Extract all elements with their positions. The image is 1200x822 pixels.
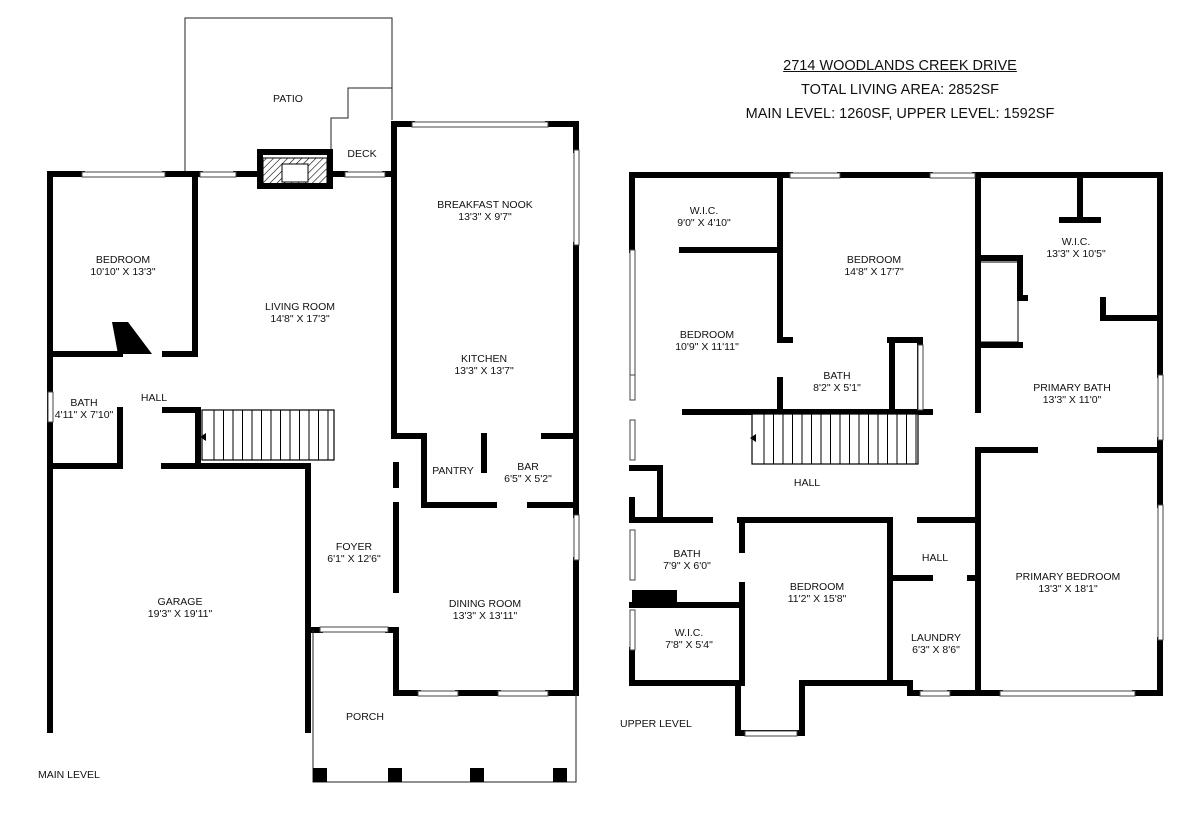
patio-outline xyxy=(184,17,393,172)
primary-bath-name: PRIMARY BATH xyxy=(1033,382,1111,394)
upper-hall-label: HALL xyxy=(794,477,820,489)
bedroom-top-dims: 14'8" X 17'7" xyxy=(844,266,904,278)
wic-bottom-dims: 7'8" X 5'4" xyxy=(665,639,713,651)
primary-bedroom-name: PRIMARY BEDROOM xyxy=(1016,571,1121,583)
labels: PATIO DECK BEDROOM 10'10" X 13'3" LIVING… xyxy=(38,93,1120,781)
bath-mid-dims: 8'2" X 5'1" xyxy=(813,382,861,394)
dining-room-dims: 13'3" X 13'11" xyxy=(453,610,518,622)
upper-level-plan xyxy=(629,172,1164,737)
bedroom-bottom-dims: 11'2" X 15'8" xyxy=(788,593,847,605)
bedroom-left-dims: 10'9" X 11'11" xyxy=(675,341,739,353)
porch-outline xyxy=(312,630,577,783)
primary-bath-dims: 13'3" X 11'0" xyxy=(1043,394,1102,406)
main-walls xyxy=(47,121,579,733)
total-living-area: TOTAL LIVING AREA: 2852SF xyxy=(801,82,999,98)
porch-label: PORCH xyxy=(346,711,384,723)
laundry-name: LAUNDRY xyxy=(911,632,961,644)
upper-windows xyxy=(629,172,1164,737)
bar-dims: 6'5" X 5'2" xyxy=(504,473,552,485)
bath-mid-name: BATH xyxy=(823,370,850,382)
living-room-name: LIVING ROOM xyxy=(265,301,335,313)
main-bedroom-name: BEDROOM xyxy=(96,254,150,266)
upper-stairs xyxy=(750,413,919,465)
main-bath-dims: 4'11" X 7'10" xyxy=(55,409,114,421)
main-bath-name: BATH xyxy=(70,397,97,409)
foyer-name: FOYER xyxy=(336,541,373,553)
level-areas: MAIN LEVEL: 1260SF, UPPER LEVEL: 1592SF xyxy=(745,106,1055,122)
upper-level-label: UPPER LEVEL xyxy=(620,718,692,730)
hall-small-label: HALL xyxy=(922,552,948,564)
porch-columns xyxy=(313,768,567,782)
main-level-plan xyxy=(47,17,580,783)
wic-right-dims: 13'3" X 10'5" xyxy=(1046,248,1106,260)
kitchen-dims: 13'3" X 13'7" xyxy=(454,365,514,377)
main-hall-label: HALL xyxy=(141,392,167,404)
primary-bedroom-dims: 13'3" X 18'1" xyxy=(1038,583,1098,595)
living-room-dims: 14'8" X 17'3" xyxy=(270,313,330,325)
main-windows xyxy=(47,121,580,697)
wic-left-dims: 9'0" X 4'10" xyxy=(677,217,731,229)
main-bedroom-dims: 10'10" X 13'3" xyxy=(90,266,155,278)
upper-walls xyxy=(629,172,1163,736)
dining-room-name: DINING ROOM xyxy=(449,598,521,610)
wic-bottom-name: W.I.C. xyxy=(675,627,704,639)
pantry-label: PANTRY xyxy=(432,465,474,477)
bar-name: BAR xyxy=(517,461,539,473)
bath-small-dims: 7'9" X 6'0" xyxy=(663,560,711,572)
breakfast-nook-name: BREAKFAST NOOK xyxy=(437,199,533,211)
garage-name: GARAGE xyxy=(158,596,203,608)
foyer-dims: 6'1" X 12'6" xyxy=(327,553,381,565)
breakfast-nook-dims: 13'3" X 9'7" xyxy=(458,211,512,223)
bath-small-name: BATH xyxy=(673,548,700,560)
bedroom-bottom-name: BEDROOM xyxy=(790,581,844,593)
kitchen-name: KITCHEN xyxy=(461,353,507,365)
garage-dims: 19'3" X 19'11" xyxy=(148,608,213,620)
property-address: 2714 WOODLANDS CREEK DRIVE xyxy=(783,58,1017,74)
main-level-label: MAIN LEVEL xyxy=(38,769,100,781)
bedroom-top-name: BEDROOM xyxy=(847,254,901,266)
wic-right-name: W.I.C. xyxy=(1062,236,1091,248)
wic-left-name: W.I.C. xyxy=(690,205,719,217)
deck-label: DECK xyxy=(347,148,376,160)
patio-label: PATIO xyxy=(273,93,303,105)
bedroom-left-name: BEDROOM xyxy=(680,329,734,341)
laundry-dims: 6'3" X 8'6" xyxy=(912,644,960,656)
main-stairs xyxy=(200,409,335,461)
